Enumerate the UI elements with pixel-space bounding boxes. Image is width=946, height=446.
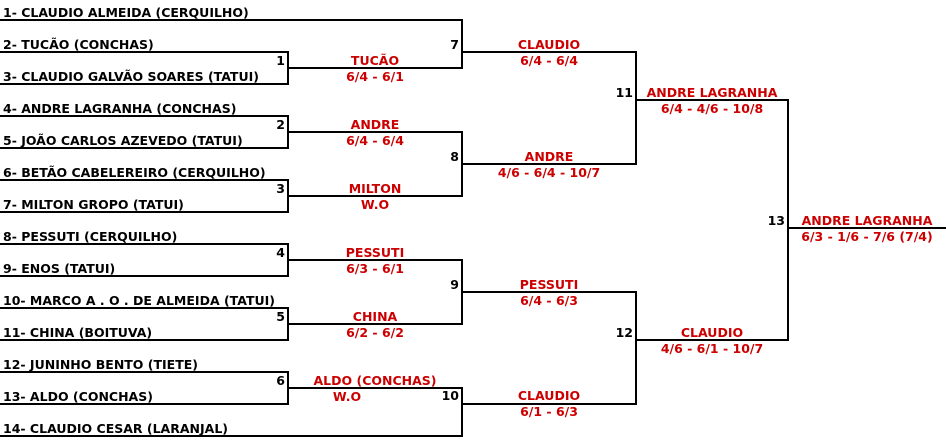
match-4-number: 4	[276, 245, 285, 260]
player-6-label: 6- BETÃO CABELEREIRO (CERQUILHO)	[3, 165, 266, 180]
player-9-label: 9- ENOS (TATUI)	[3, 261, 115, 276]
match-1-score: 6/4 - 6/1	[346, 69, 404, 84]
player-14-label: 14- CLAUDIO CESAR (LARANJAL)	[3, 421, 228, 436]
match-1-number: 1	[276, 53, 285, 68]
player-7-label: 7- MILTON GROPO (TATUI)	[3, 197, 184, 212]
match-1-winner: TUCÃO	[351, 53, 399, 68]
player-5-label: 5- JOÃO CARLOS AZEVEDO (TATUI)	[3, 133, 243, 148]
player-10-label: 10- MARCO A . O . DE ALMEIDA (TATUI)	[3, 293, 275, 308]
match-6-score: W.O	[333, 389, 361, 404]
match-8-winner: ANDRE	[525, 149, 574, 164]
match-11-score: 6/4 - 4/6 - 10/8	[661, 101, 763, 116]
match-4-score: 6/3 - 6/1	[346, 261, 404, 276]
match-9-number: 9	[450, 277, 459, 292]
bracket-line-match-13	[636, 99, 789, 341]
player-4-label: 4- ANDRE LAGRANHA (CONCHAS)	[3, 101, 236, 116]
player-12-label: 12- JUNINHO BENTO (TIETE)	[3, 357, 198, 372]
match-7-score: 6/4 - 6/4	[520, 53, 578, 68]
player-13-label: 13- ALDO (CONCHAS)	[3, 389, 153, 404]
match-6-number: 6	[276, 373, 285, 388]
player-11-label: 11- CHINA (BOITUVA)	[3, 325, 152, 340]
bracket-line-match-7	[0, 19, 463, 69]
bracket-lines	[0, 19, 946, 437]
champion-name: ANDRE LAGRANHA	[802, 213, 933, 228]
match-7-winner: CLAUDIO	[518, 37, 580, 52]
match-13-number: 13	[768, 213, 785, 228]
bracket-line-match-11	[462, 51, 637, 165]
match-5-number: 5	[276, 309, 285, 324]
match-8-score: 4/6 - 6/4 - 10/7	[498, 165, 600, 180]
match-results: TUCÃO 6/4 - 6/1 ANDRE 6/4 - 6/4 MILTON W…	[314, 37, 933, 419]
match-11-winner: ANDRE LAGRANHA	[647, 85, 778, 100]
match-5-winner: CHINA	[353, 309, 398, 324]
match-8-number: 8	[450, 149, 459, 164]
player-list: 1- CLAUDIO ALMEIDA (CERQUILHO) 2- TUCÃO …	[3, 5, 275, 436]
player-1-label: 1- CLAUDIO ALMEIDA (CERQUILHO)	[3, 5, 249, 20]
player-8-label: 8- PESSUTI (CERQUILHO)	[3, 229, 177, 244]
match-12-score: 4/6 - 6/1 - 10/7	[661, 341, 763, 356]
match-12-number: 12	[616, 325, 633, 340]
match-9-score: 6/4 - 6/3	[520, 293, 578, 308]
match-3-number: 3	[276, 181, 285, 196]
match-4-winner: PESSUTI	[346, 245, 404, 260]
match-2-score: 6/4 - 6/4	[346, 133, 404, 148]
bracket-line-match-12	[462, 291, 637, 405]
match-5-score: 6/2 - 6/2	[346, 325, 404, 340]
bracket-line-match-10	[0, 387, 463, 437]
final-score: 6/3 - 1/6 - 7/6 (7/4)	[801, 229, 932, 244]
match-2-number: 2	[276, 117, 285, 132]
player-3-label: 3- CLAUDIO GALVÃO SOARES (TATUI)	[3, 69, 259, 84]
match-7-number: 7	[450, 37, 459, 52]
match-10-number: 10	[442, 388, 460, 403]
match-10-score: 6/1 - 6/3	[520, 404, 578, 419]
match-3-score: W.O	[361, 197, 389, 212]
match-11-number: 11	[616, 85, 633, 100]
match-2-winner: ANDRE	[351, 117, 400, 132]
player-2-label: 2- TUCÃO (CONCHAS)	[3, 37, 154, 52]
match-6-winner: ALDO (CONCHAS)	[314, 373, 437, 388]
match-3-winner: MILTON	[349, 181, 402, 196]
match-numbers: 1 2 3 4 5 6 7 8 9 10 11 12 13	[276, 37, 785, 403]
match-12-winner: CLAUDIO	[681, 325, 743, 340]
match-10-winner: CLAUDIO	[518, 388, 580, 403]
match-9-winner: PESSUTI	[520, 277, 578, 292]
